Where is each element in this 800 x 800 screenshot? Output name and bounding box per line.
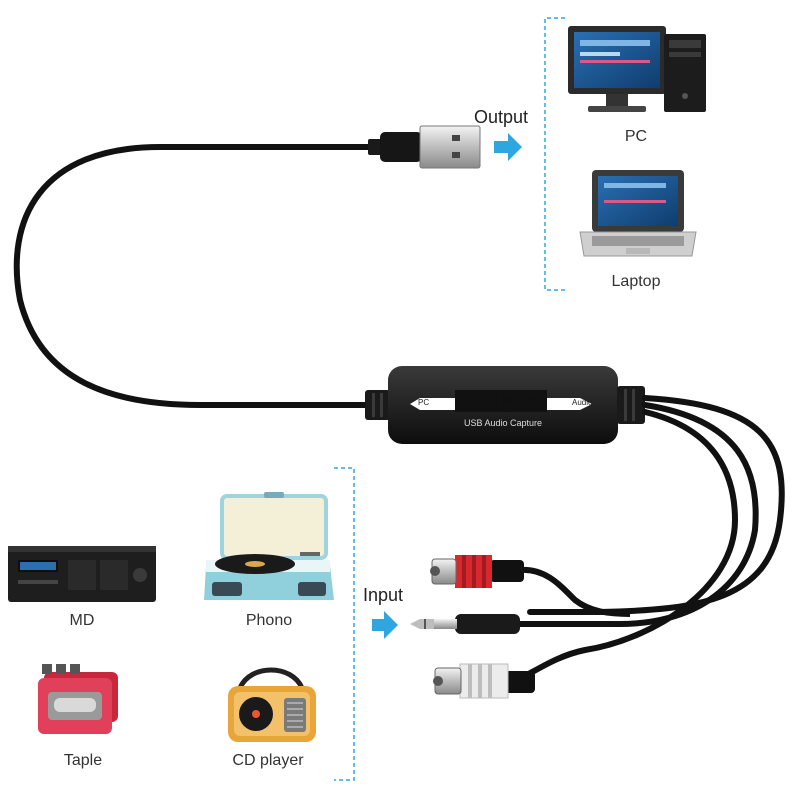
pc-illustration	[568, 26, 706, 112]
md-deck-illustration	[8, 546, 156, 602]
usb-cable	[13, 144, 375, 408]
output-label: Output	[474, 107, 529, 127]
rca-cables	[517, 395, 785, 679]
phono-turntable-illustration	[204, 492, 334, 600]
input-label: Input	[363, 585, 404, 605]
laptop-illustration	[579, 170, 697, 257]
output-arrow-icon	[494, 133, 522, 161]
device-subtitle: USB Audio Capture	[463, 418, 543, 428]
taple-label: Taple	[63, 752, 103, 769]
capture-device	[365, 366, 645, 444]
cd-player-label: CD player	[232, 752, 304, 769]
md-label: MD	[69, 612, 95, 629]
aux-jack-connector	[410, 614, 520, 634]
usb-plug	[368, 125, 481, 169]
pc-label: PC	[624, 128, 648, 145]
input-bracket	[334, 467, 355, 781]
phono-label: Phono	[245, 612, 293, 629]
taple-player-illustration	[38, 664, 118, 734]
input-arrow-icon	[372, 611, 398, 639]
cd-player-illustration	[228, 667, 316, 742]
device-pc-tag: PC	[418, 398, 430, 407]
rca-red-connector	[430, 555, 524, 588]
device-brand: DIGITNOW!	[462, 392, 542, 407]
output-bracket	[544, 17, 565, 291]
rca-white-connector	[433, 663, 535, 699]
laptop-label: Laptop	[611, 273, 661, 290]
device-audio-tag: Audio	[572, 398, 593, 407]
